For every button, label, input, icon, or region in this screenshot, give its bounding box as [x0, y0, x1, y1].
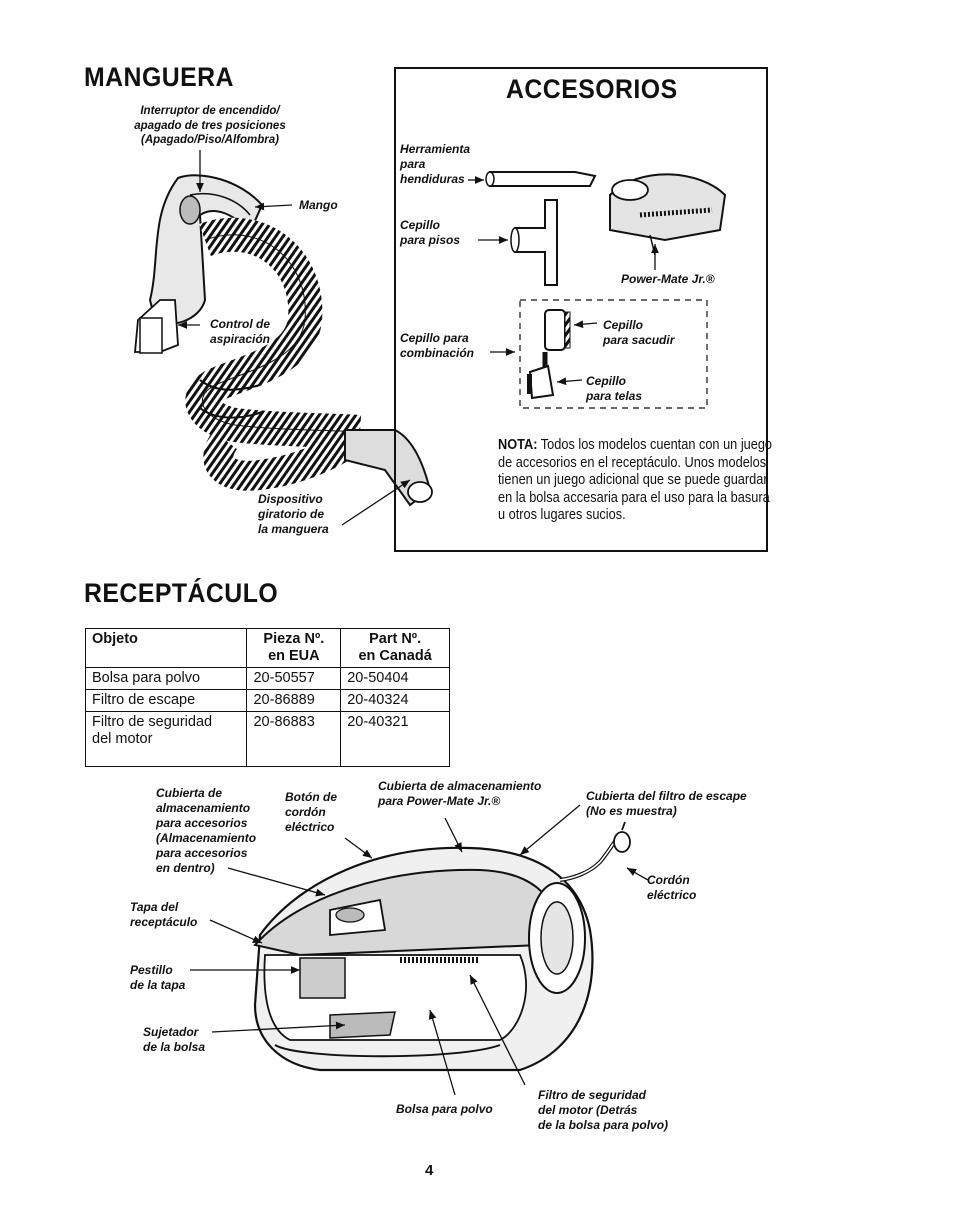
accesorios-title: ACCESORIOS — [506, 74, 678, 104]
dust-bag-label: Bolsa para polvo — [396, 1102, 493, 1116]
table-row: Bolsa para polvo 20-50557 20-50404 — [84, 667, 450, 690]
hose-drawing — [134, 150, 433, 526]
switch-label: Interruptor de encendido/ apagado de tre… — [134, 105, 286, 146]
table-header-row: Objeto Pieza Nº. en EUA Part Nº. en Cana… — [84, 628, 450, 668]
suction-control-label: Control de aspiración — [209, 317, 270, 346]
table-header: Part Nº. en Canadá — [340, 628, 450, 668]
accessories-drawing — [468, 171, 727, 409]
manguera-title: MANGUERA — [84, 62, 234, 92]
power-cord — [559, 833, 622, 882]
floor-brush-label: Cepillo para pisos — [400, 218, 461, 247]
powermate-storage-cover-label: Cubierta de almacenamiento para Power-Ma… — [378, 779, 542, 808]
upholstery-brush-label: Cepillo para telas — [586, 374, 643, 403]
cord-button-label: Botón de cordón eléctrico — [285, 790, 337, 834]
receptaculo-title: RECEPTÁCULO — [84, 578, 279, 608]
table-cell: Filtro de escape — [84, 689, 248, 712]
table-header: Objeto — [84, 628, 248, 668]
note-body: Todos los modelos cuentan con un juego d… — [498, 437, 773, 523]
table-cell: Filtro de seguridad del motor — [84, 711, 248, 767]
table-cell: 20-40324 — [340, 689, 450, 712]
accessory-storage-cover-label: Cubierta de almacenamiento para accesori… — [156, 786, 257, 875]
floor-brush — [514, 199, 558, 286]
powermate-label: Power-Mate Jr.® — [621, 272, 715, 286]
page-number: 4 — [425, 1162, 434, 1179]
hose-handle — [148, 174, 264, 325]
parts-table: Objeto Pieza Nº. en EUA Part Nº. en Cana… — [84, 628, 450, 767]
table-row: Filtro de seguridad del motor 20-86883 2… — [84, 711, 450, 767]
table-cell: 20-50404 — [340, 667, 450, 690]
table-cell: 20-86883 — [246, 711, 342, 767]
note-lead: NOTA: — [498, 437, 538, 453]
table-cell: 20-40321 — [340, 711, 450, 767]
table-row: Filtro de escape 20-86889 20-40324 — [84, 689, 450, 712]
table-cell: 20-86889 — [246, 689, 342, 712]
exhaust-filter-cover-label: Cubierta del filtro de escape (No es mue… — [586, 789, 747, 818]
accessories-box — [394, 67, 768, 552]
bag-holder-label: Sujetador de la bolsa — [143, 1025, 206, 1054]
table-header: Pieza Nº. en EUA — [246, 628, 342, 668]
motor-filter-label: Filtro de seguridad del motor (Detrás de… — [538, 1088, 669, 1132]
power-cord-label: Cordón eléctrico — [647, 873, 697, 902]
table-cell: 20-50557 — [246, 667, 342, 690]
accessories-note: NOTA: Todos los modelos cuentan con un j… — [498, 437, 775, 525]
lid-latch-label: Pestillo de la tapa — [130, 963, 186, 992]
hose-swivel-label: Dispositivo giratorio de la manguera — [258, 492, 329, 536]
table-cell: Bolsa para polvo — [84, 667, 248, 690]
mango-label: Mango — [299, 198, 338, 212]
canister-drawing — [190, 804, 649, 1096]
dusting-brush-label: Cepillo para sacudir — [603, 318, 675, 347]
canister-lid — [253, 868, 557, 957]
crevice-tool-label: Herramienta para hendiduras — [400, 142, 471, 186]
combination-brush-label: Cepillo para combinación — [400, 331, 475, 360]
canister-lid-label: Tapa del receptáculo — [130, 900, 198, 929]
